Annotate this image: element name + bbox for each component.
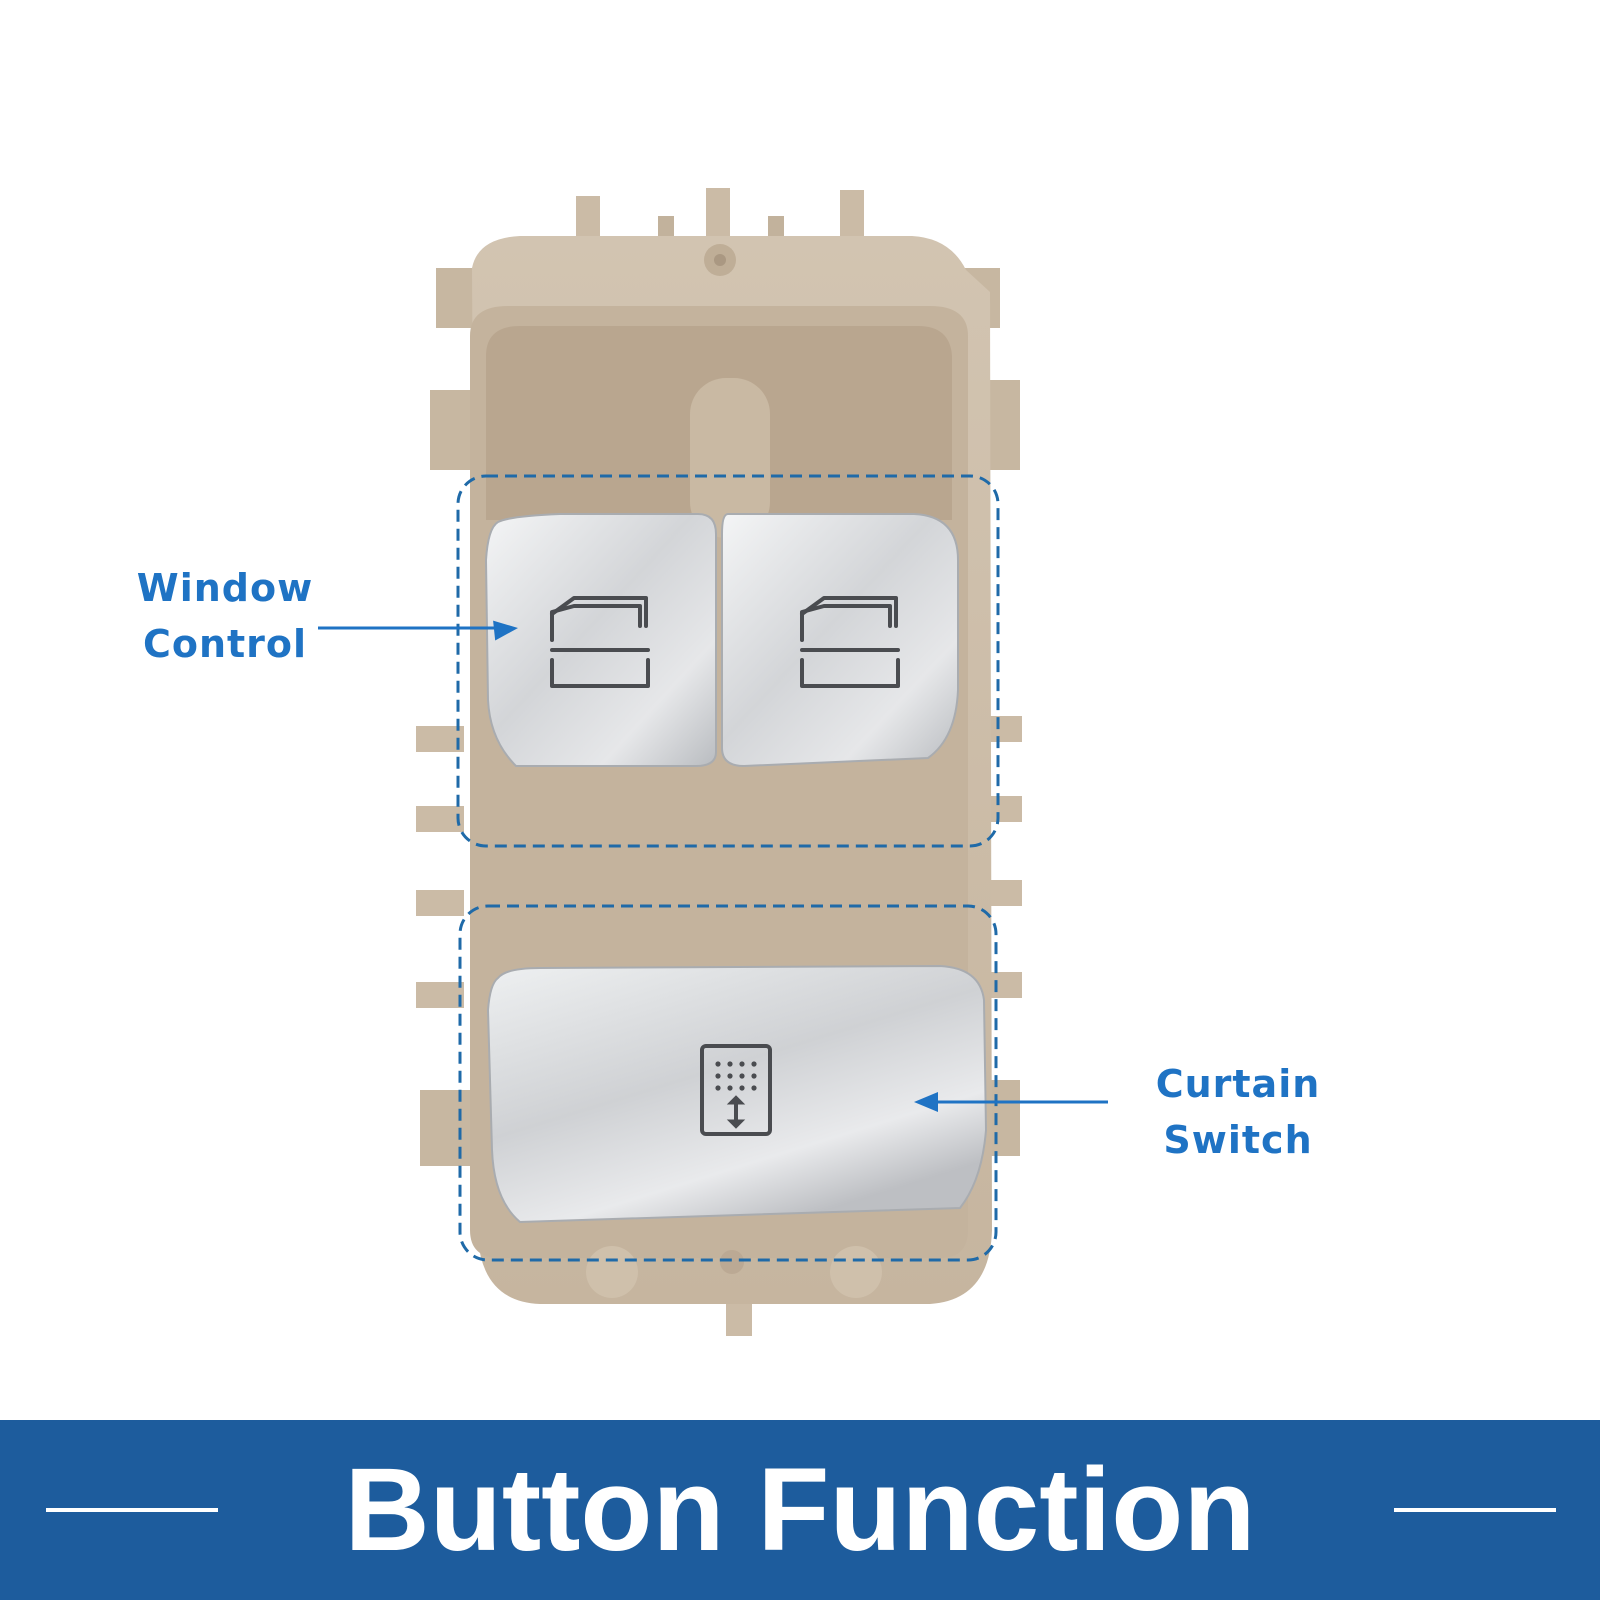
window-control-button-left[interactable] <box>484 513 717 767</box>
window-lift-icon <box>550 596 650 688</box>
title-banner: Button Function <box>0 1420 1600 1600</box>
curtain-icon <box>700 1044 772 1136</box>
curtain-switch-button[interactable] <box>486 964 988 1224</box>
curtain-switch-label: Curtain Switch <box>1138 1056 1338 1168</box>
banner-rule-right <box>1394 1508 1556 1512</box>
window-control-label: Window Control <box>120 560 330 672</box>
window-control-button-right[interactable] <box>721 513 959 768</box>
window-control-highlight <box>456 474 1000 848</box>
window-control-arrow <box>318 620 518 641</box>
curtain-switch-arrow <box>914 1092 1108 1112</box>
arrow-left-icon <box>493 620 518 641</box>
window-lift-icon <box>800 596 900 688</box>
curtain-switch-label-line2: Switch <box>1163 1118 1313 1162</box>
banner-rule-left <box>46 1508 218 1512</box>
switch-panel-photo <box>318 188 1108 1336</box>
window-control-label-line2: Control <box>142 622 308 666</box>
arrow-left-icon <box>914 1092 938 1112</box>
curtain-switch-highlight <box>458 904 998 1262</box>
banner-title: Button Function <box>344 1444 1256 1576</box>
curtain-switch-label-line1: Curtain <box>1155 1062 1321 1106</box>
window-control-label-line1: Window <box>136 566 314 610</box>
